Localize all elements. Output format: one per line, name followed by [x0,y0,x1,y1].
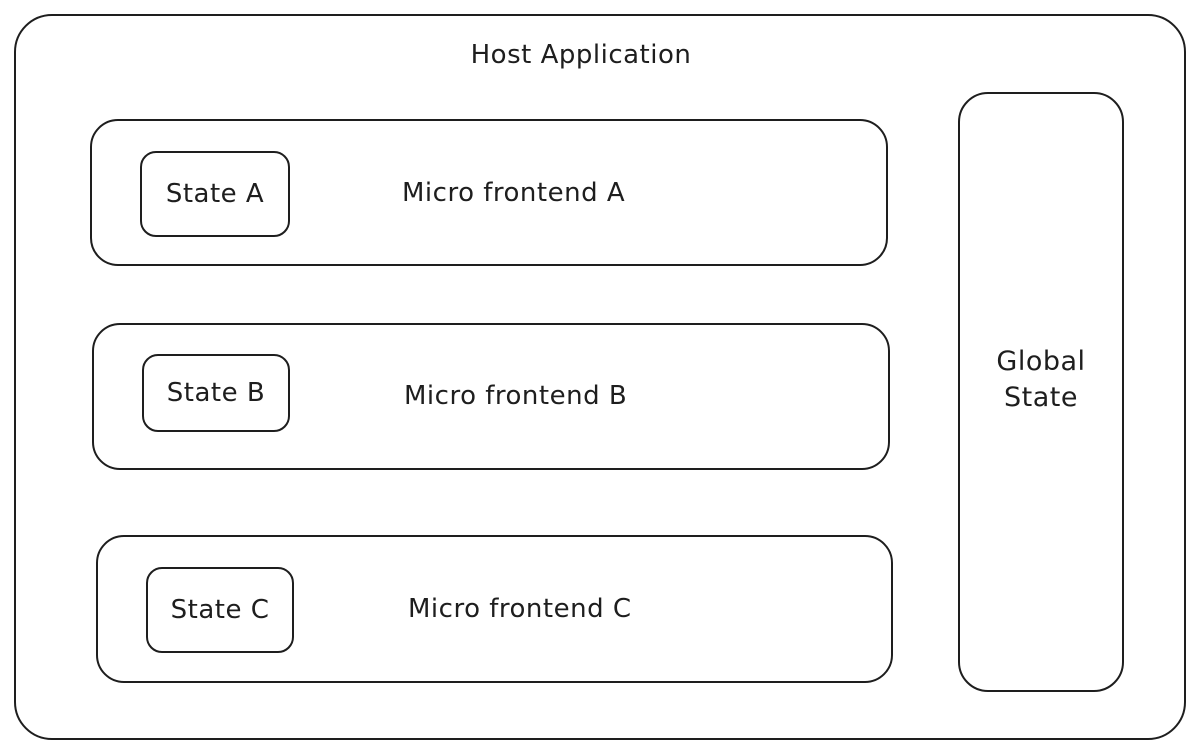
micro-frontend-b-label: Micro frontend B [404,381,628,411]
state-b-label: State B [166,378,266,408]
global-state-box: Global State [958,92,1124,692]
micro-frontend-b-box: State B Micro frontend B [92,323,890,470]
host-application-box [14,14,1186,740]
state-a-box: State A [140,151,290,237]
state-c-label: State C [170,595,270,625]
state-c-box: State C [146,567,294,653]
global-state-label: Global State [996,346,1086,413]
state-b-box: State B [142,354,290,432]
micro-frontend-c-label: Micro frontend C [408,594,632,624]
state-a-label: State A [165,179,265,209]
micro-frontend-c-box: State C Micro frontend C [96,535,893,683]
micro-frontend-a-box: State A Micro frontend A [90,119,888,266]
host-application-title: Host Application [470,40,692,70]
micro-frontend-a-label: Micro frontend A [402,178,626,208]
